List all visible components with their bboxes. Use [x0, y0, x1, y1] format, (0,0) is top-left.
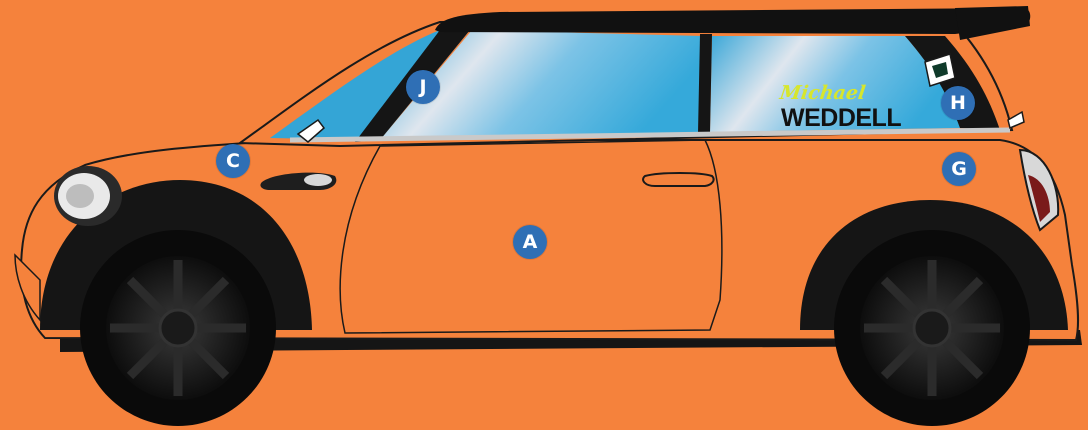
- front-side-window: [380, 30, 702, 140]
- front-bumper: [14, 253, 41, 322]
- roof: [435, 8, 1031, 34]
- window-badge-icon: [924, 53, 956, 87]
- rear-side-window: [710, 36, 960, 132]
- zone-marker-c: C: [216, 144, 250, 178]
- b-pillar: [698, 34, 712, 133]
- beltline: [289, 127, 1011, 143]
- side-mirror: [296, 118, 326, 143]
- zone-marker-a: A: [513, 225, 547, 259]
- c-pillar: [905, 36, 1000, 130]
- zone-marker-g: G: [942, 152, 976, 186]
- rear-wheel: [834, 230, 1030, 426]
- decal-first-name: Michael: [778, 82, 867, 104]
- zone-marker-j: J: [406, 70, 440, 104]
- door-outline: [339, 139, 723, 334]
- decal-last-name: WEDDELL: [781, 104, 902, 132]
- door-handle: [642, 172, 715, 187]
- zone-marker-h: H: [941, 86, 975, 120]
- front-wheel: [80, 230, 276, 426]
- spoiler: [955, 6, 1030, 40]
